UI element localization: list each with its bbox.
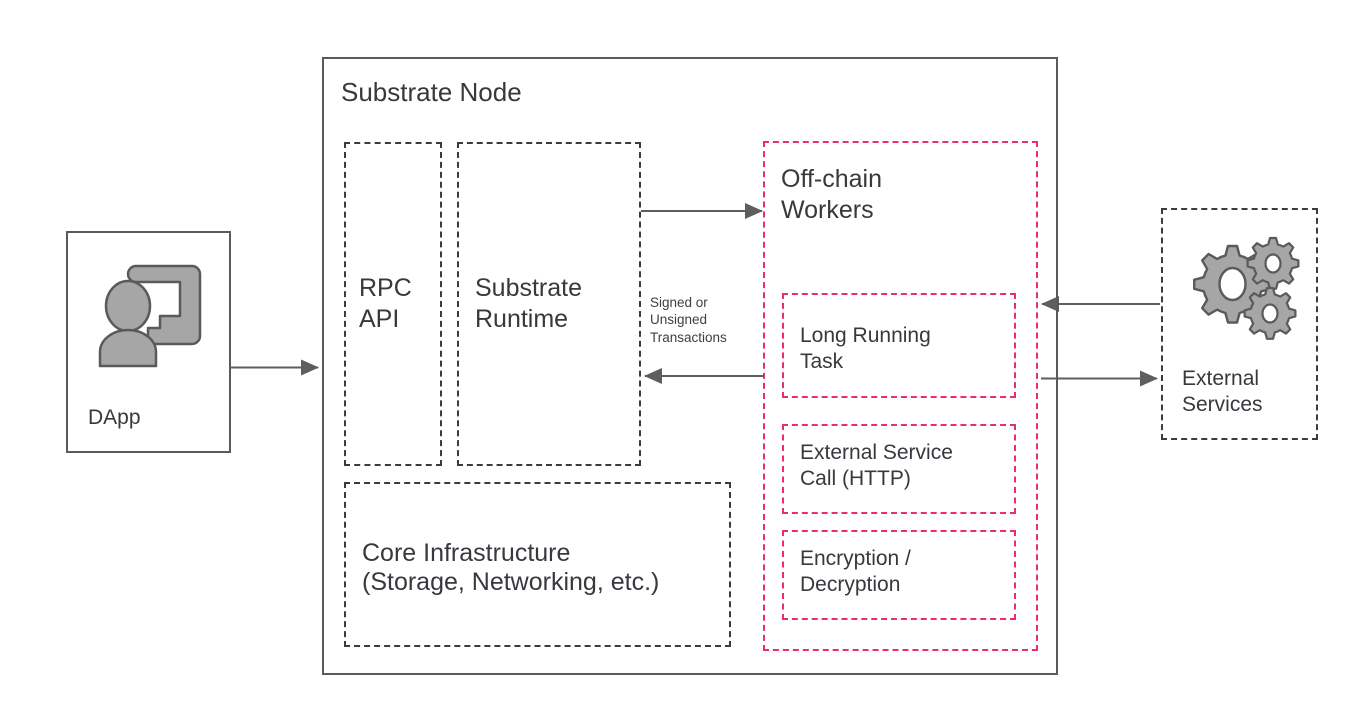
- encryption-decryption-label: Encryption / Decryption: [800, 547, 911, 596]
- dapp-label: DApp: [88, 406, 141, 429]
- offchain-workers-box[interactable]: [763, 141, 1038, 651]
- gears-icon: [1182, 232, 1300, 344]
- substrate-runtime-box[interactable]: [457, 142, 641, 466]
- core-infrastructure-box[interactable]: [344, 482, 731, 647]
- offchain-workers-title: Off-chain Workers: [781, 165, 882, 224]
- long-running-task-box[interactable]: [782, 293, 1016, 398]
- core-infrastructure-subtitle: (Storage, Networking, etc.): [362, 568, 660, 596]
- external-service-call-label: External Service Call (HTTP): [800, 441, 953, 490]
- dapp-box[interactable]: [66, 231, 231, 453]
- long-running-task-label: Long Running Task: [800, 324, 931, 373]
- substrate-node-box[interactable]: [322, 57, 1058, 675]
- external-services-label: External Services: [1182, 367, 1263, 416]
- user-monitor-icon: [96, 258, 206, 373]
- external-services-box[interactable]: [1161, 208, 1318, 440]
- signed-unsigned-transactions-label: Signed or Unsigned Transactions: [650, 295, 727, 345]
- external-service-call-box[interactable]: [782, 424, 1016, 514]
- encryption-decryption-box[interactable]: [782, 530, 1016, 620]
- rpc-api-box[interactable]: [344, 142, 442, 466]
- substrate-runtime-label: Substrate Runtime: [475, 274, 583, 333]
- rpc-api-label: RPC API: [359, 274, 412, 333]
- core-infrastructure-title: Core Infrastructure: [362, 539, 571, 567]
- substrate-node-title: Substrate Node: [341, 77, 522, 107]
